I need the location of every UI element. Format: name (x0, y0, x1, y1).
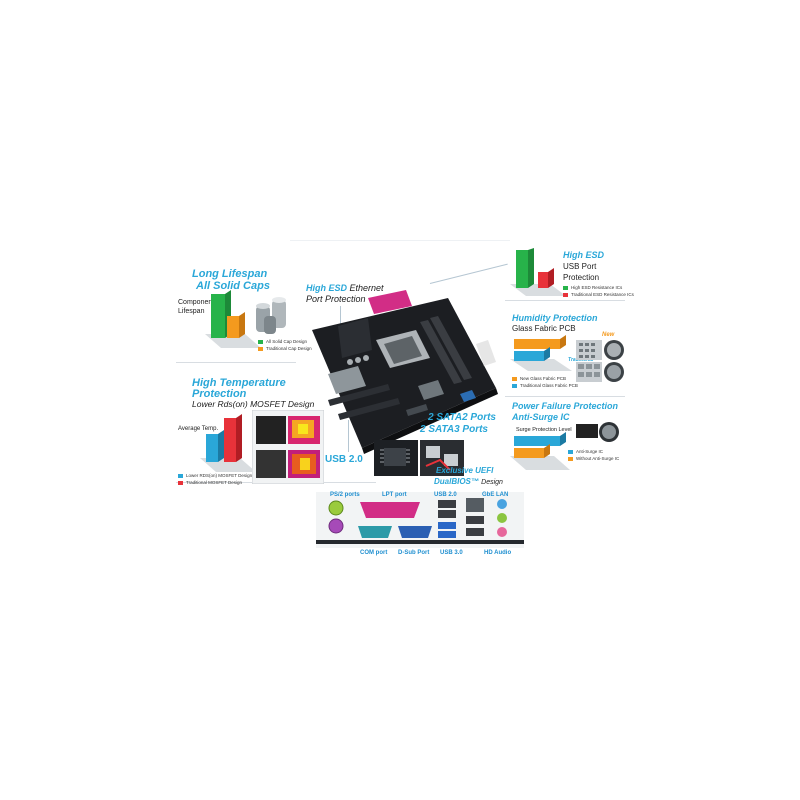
sata-callout-1: 2 SATA2 Ports (428, 412, 496, 423)
esd-usb-text: High ESD USB Port Protection (563, 250, 605, 282)
usb20-callout: USB 2.0 (325, 454, 363, 465)
surge-ic-image (576, 422, 619, 442)
sata-callout-2: 2 SATA3 Ports (420, 424, 488, 435)
io-label-com: COM port (360, 550, 388, 556)
io-label-usb20: USB 2.0 (434, 492, 457, 498)
glass-fabric-images (576, 340, 624, 382)
surge-title-2: Anti-Surge IC (512, 412, 570, 422)
io-label-usb30: USB 3.0 (440, 550, 463, 556)
surge-level-label: Surge Protection Level (516, 427, 572, 433)
humidity-title: Humidity Protection (512, 313, 598, 323)
separator-line (176, 362, 296, 363)
chip-photo-1 (374, 440, 418, 476)
thermal-images (252, 410, 324, 484)
solid-caps-image (256, 297, 286, 334)
legend-item: Traditional MOSFET Design (178, 479, 252, 486)
esd-ethernet-callout: High ESD Ethernet Port Protection (306, 283, 384, 304)
legend-item: Lower RDS(on) MOSFET Design (178, 472, 252, 479)
temperature-title-1: High Temperature (192, 377, 286, 389)
temperature-legend: Lower RDS(on) MOSFET Design Traditional … (178, 472, 252, 486)
legend-item: Without Anti-Surge IC (568, 455, 619, 462)
surge-title-1: Power Failure Protection (512, 401, 619, 411)
legend-item: New Glass Fabric PCB (512, 375, 578, 382)
temperature-title-2: Protection (192, 388, 247, 400)
legend-item: Traditional Glass Fabric PCB (512, 382, 578, 389)
callout-line (340, 306, 341, 334)
humidity-legend: New Glass Fabric PCB Traditional Glass F… (512, 375, 578, 389)
motherboard-image (312, 290, 498, 454)
lifespan-bar-chart (205, 290, 261, 348)
io-label-ps2: PS/2 ports (330, 492, 360, 498)
component-label: Component Lifespan (178, 299, 215, 315)
surge-legend: Anti-Surge IC Without Anti-Surge IC (568, 448, 619, 462)
separator-line (290, 240, 510, 241)
legend-item: All Solid Cap Design (258, 338, 312, 345)
chip-photo-2 (420, 440, 464, 476)
uefi-line-2: DualBIOS™ Design (434, 477, 503, 486)
esd-usb-bar-chart (510, 248, 566, 296)
humidity-subtitle: Glass Fabric PCB (512, 324, 576, 333)
legend-item: Anti-Surge IC (568, 448, 619, 455)
io-label-gbe: GbE LAN (482, 492, 509, 498)
separator-line (505, 396, 625, 397)
temperature-bar-chart (200, 414, 256, 472)
legend-item: Traditional Cap Design (258, 345, 312, 352)
legend-item: Traditional ESD Resistance ICs (563, 291, 634, 298)
lifespan-title-2: All Solid Caps (196, 280, 270, 292)
temperature-subtitle: Lower Rds(on) MOSFET Design (192, 399, 315, 409)
esd-usb-legend: High ESD Resistance ICs Traditional ESD … (563, 284, 634, 298)
callout-line (429, 263, 508, 284)
io-label-dsub: D-Sub Port (398, 550, 430, 556)
humidity-bar-chart (510, 335, 572, 371)
lifespan-title-1: Long Lifespan (192, 268, 268, 280)
io-label-lpt: LPT port (382, 492, 407, 498)
lifespan-legend: All Solid Cap Design Traditional Cap Des… (258, 338, 312, 352)
callout-line (348, 420, 349, 452)
uefi-line-1: Exclusive UEFI (436, 466, 494, 475)
io-label-hd-audio: HD Audio (484, 550, 512, 556)
legend-item: High ESD Resistance ICs (563, 284, 634, 291)
avg-temp-label: Average Temp. (178, 426, 219, 432)
tag-new: New (602, 332, 615, 338)
surge-bar-chart (510, 432, 570, 470)
io-panel-image (316, 492, 524, 548)
separator-line (505, 300, 625, 301)
